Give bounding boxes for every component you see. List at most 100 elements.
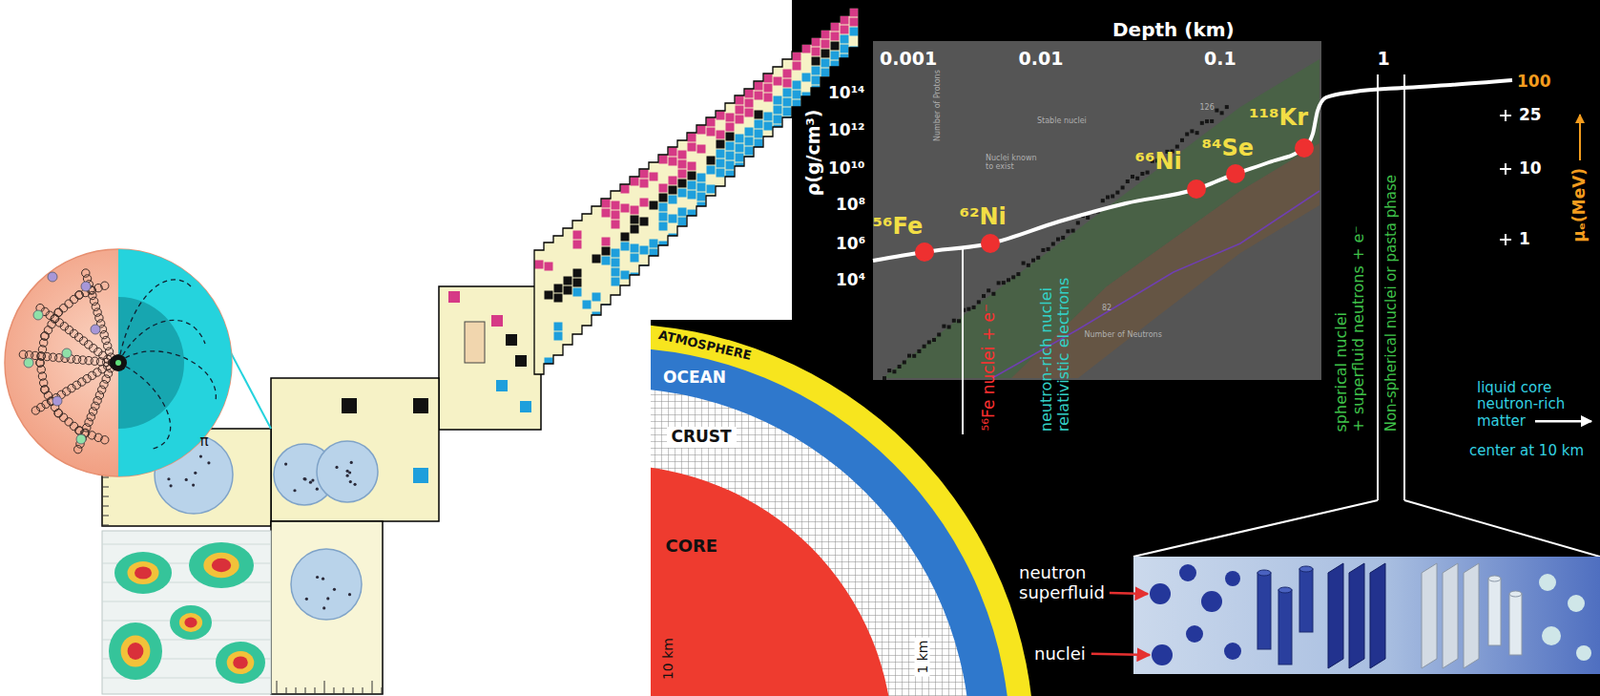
- illustration-part: [1065, 228, 1070, 233]
- illustration-part: [326, 596, 330, 600]
- illustration-part: [726, 132, 735, 142]
- illustration-part: [821, 40, 831, 49]
- illustration-part: [1535, 419, 1592, 423]
- energy-axis: [1499, 109, 1512, 246]
- illustration-part: [1205, 119, 1209, 124]
- illustration-part: [1001, 280, 1006, 285]
- illustration-part: [811, 66, 821, 76]
- illustration-part: [19, 350, 27, 358]
- illustration-part: [831, 61, 840, 68]
- illustration-part: [668, 176, 678, 186]
- chart-note: 126: [1200, 103, 1215, 112]
- core-region: CORE: [665, 536, 719, 557]
- illustration-part: [582, 300, 592, 310]
- illustration-part: [295, 686, 297, 694]
- illustration-part: [346, 474, 350, 478]
- illustration-part: [1209, 119, 1214, 124]
- illustration-part: [464, 321, 485, 363]
- illustration-part: [1091, 653, 1150, 655]
- illustration-part: [773, 77, 783, 86]
- illustration-part: [726, 142, 735, 151]
- label-anchor: 1 km: [914, 636, 930, 676]
- illustration-part: [166, 477, 170, 480]
- ocean-band: OCEAN: [663, 368, 727, 388]
- illustration-part: [912, 353, 916, 358]
- illustration-part: [792, 81, 802, 90]
- illustration-part: [991, 291, 996, 296]
- illustration-part: [783, 69, 792, 79]
- text-line: liquid core: [1476, 379, 1552, 396]
- illustration-part: [640, 246, 649, 255]
- axis-tick-label: 10⁶: [835, 234, 866, 254]
- illustration-part: [687, 143, 697, 152]
- label-anchor: 0.01: [1018, 48, 1064, 70]
- label-anchor: neutron superfluid: [1018, 562, 1105, 603]
- illustration-part: [783, 88, 792, 98]
- illustration-part: [496, 379, 508, 392]
- illustration-part: [1278, 586, 1292, 593]
- illustration-part: [668, 157, 678, 167]
- illustration-part: [697, 183, 707, 192]
- label-anchor: 10⁴: [835, 270, 866, 291]
- cell-images: [154, 435, 378, 620]
- illustration-part: [168, 483, 172, 487]
- illustration-part: [668, 147, 678, 157]
- illustration-part: [611, 201, 621, 210]
- label-anchor: 10¹⁴: [828, 83, 866, 104]
- text-line: relativistic electrons: [1055, 276, 1073, 432]
- illustration-part: [41, 332, 49, 340]
- illustration-part: [922, 344, 927, 349]
- illustration-part: [792, 62, 802, 71]
- illustration-part: [1257, 569, 1271, 576]
- illustration-part: [821, 68, 831, 78]
- illustration-part: [33, 310, 43, 320]
- illustration-part: [95, 313, 104, 322]
- illustration-part: [581, 213, 592, 326]
- pointer-arrows: [1091, 420, 1592, 655]
- illustration-part: [754, 91, 764, 101]
- illustration-part: [1538, 573, 1592, 661]
- illustration-part: [102, 524, 109, 526]
- text-line: nuclei: [1034, 644, 1086, 665]
- illustration-part: [1175, 145, 1180, 149]
- illustration-part: [1567, 594, 1585, 612]
- illustration-part: [54, 308, 63, 316]
- axis-title: μₑ(MeV): [1570, 167, 1590, 243]
- crust-layer: [650, 387, 971, 696]
- nuclide-label: ⁶²Ni: [959, 204, 1007, 231]
- illustration-part: [84, 417, 93, 426]
- text-line: ρ(g/cm³): [802, 108, 824, 196]
- illustration-part: [972, 305, 977, 310]
- illustration-part: [678, 160, 687, 169]
- illustration-part: [754, 82, 764, 91]
- illustration-part: [764, 74, 773, 84]
- text-line: 0.01: [1018, 48, 1064, 70]
- illustration-part: [305, 686, 307, 694]
- illustration-part: [47, 319, 56, 328]
- illustration-part: [850, 18, 859, 27]
- illustration-part: [1225, 104, 1229, 109]
- illustration-part: [4, 249, 232, 477]
- illustration-part: [936, 332, 941, 336]
- illustration-part: [840, 44, 850, 54]
- axis-title: Depth (km): [1112, 19, 1235, 42]
- illustration-part: [659, 212, 668, 222]
- illustration-part: [1021, 261, 1026, 266]
- illustration-part: [677, 140, 687, 227]
- illustration-part: [316, 440, 378, 502]
- energy-arrow: [1579, 114, 1581, 161]
- illustration-part: [764, 112, 773, 122]
- illustration-part: [554, 322, 563, 332]
- chart-note: 82: [1101, 303, 1112, 312]
- illustration-part: [305, 597, 309, 601]
- illustration-part: [1006, 277, 1011, 282]
- text-line: CRUST: [671, 427, 732, 447]
- illustration-part: [649, 249, 659, 257]
- illustration-part: [1110, 194, 1115, 199]
- illustration-part: [349, 479, 353, 483]
- illustration-part: [941, 324, 946, 329]
- text-line: Depth (km): [1112, 19, 1235, 42]
- text-line: π: [200, 433, 209, 450]
- illustration-part: [93, 395, 102, 404]
- illustration-part: [554, 332, 563, 341]
